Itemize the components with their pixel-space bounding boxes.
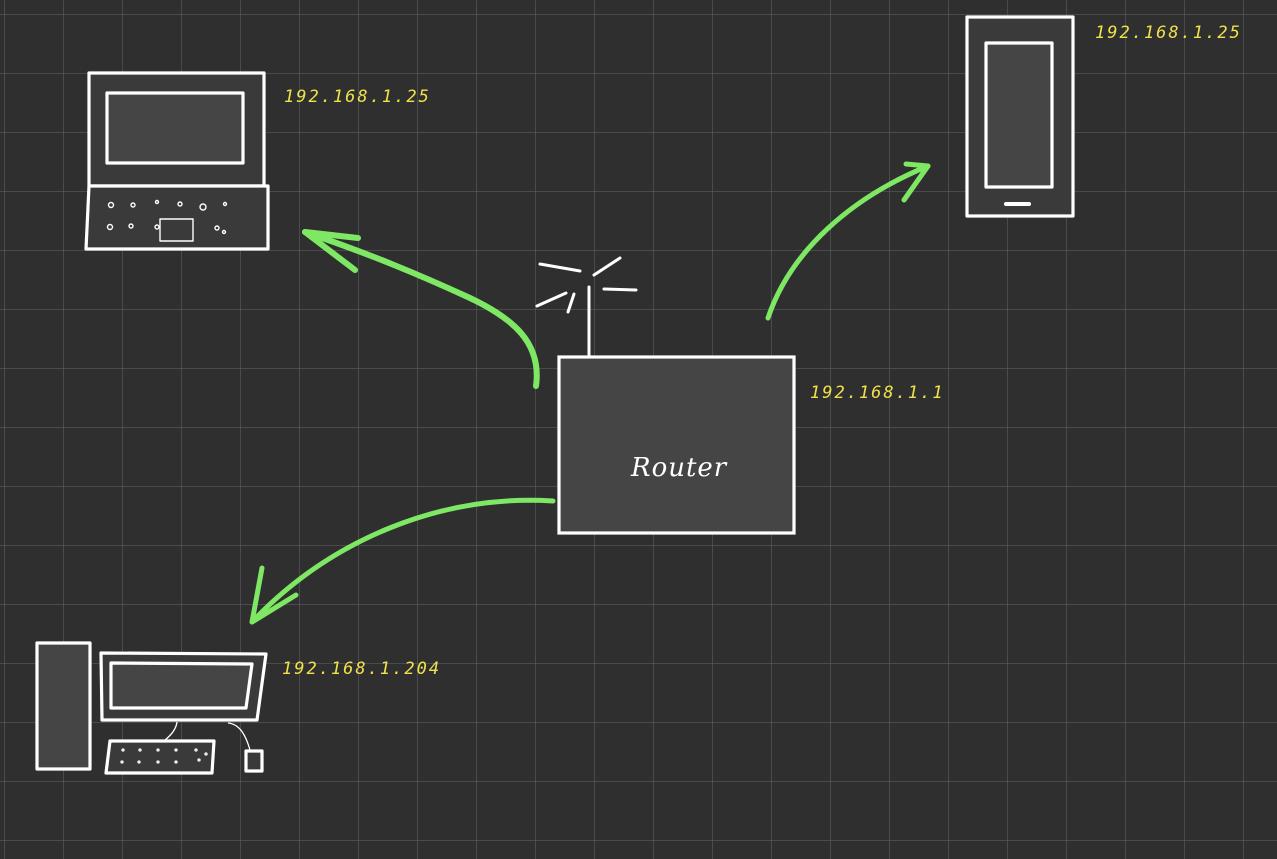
arrow-router-to-laptop <box>302 229 540 389</box>
desktop-ip-label: 192.168.1.204 <box>282 659 441 679</box>
router-antenna-icon <box>535 256 638 359</box>
router-label: Router <box>630 453 728 483</box>
laptop-ip-label: 192.168.1.25 <box>284 87 431 107</box>
desktop-computer-icon <box>35 641 268 775</box>
laptop-icon <box>84 71 270 251</box>
router-ip-label: 192.168.1.1 <box>810 383 945 403</box>
arrow-router-to-phone <box>765 161 931 321</box>
router-box <box>557 355 796 535</box>
arrow-router-to-desktop <box>249 497 556 625</box>
phone-ip-label: 192.168.1.25 <box>1095 23 1242 43</box>
phone-icon <box>965 15 1075 218</box>
